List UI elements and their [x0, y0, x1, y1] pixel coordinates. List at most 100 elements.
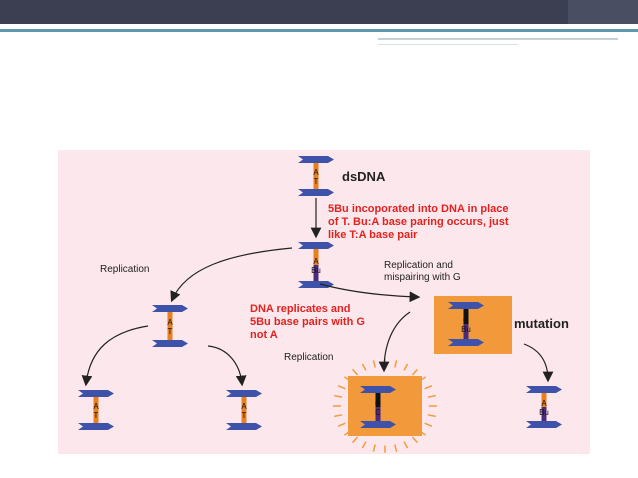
dna-strand-top: [298, 242, 334, 249]
glow-ray: [334, 394, 343, 398]
glow-ray: [403, 441, 409, 449]
glow-ray: [403, 363, 409, 371]
dna-strand-bottom: [298, 281, 334, 288]
dna-replicates-line-3: not A: [250, 329, 278, 341]
dna-pair-left-mid: AT: [152, 305, 188, 347]
dna-pair-left-bottom-2: AT: [226, 390, 262, 430]
base-bottom: [241, 410, 247, 423]
dna-strand-bottom: [360, 421, 396, 428]
header-rule-short: [378, 38, 618, 40]
dna-strand-top: [298, 156, 334, 163]
base-label-top: A: [313, 168, 319, 177]
base-label-top: G: [375, 399, 381, 408]
glow-ray: [424, 422, 433, 427]
glow-ray: [334, 414, 343, 418]
base-bottom: [463, 324, 469, 339]
base-top: [313, 249, 319, 265]
dna-strand-bottom: [298, 189, 334, 196]
arrow-to-mutation: [319, 283, 421, 303]
glow-ray: [337, 385, 346, 390]
dna-strand-bottom: [78, 423, 114, 430]
base-bottom: [167, 326, 173, 340]
base-top: [541, 393, 547, 407]
dna-pair-top: AT: [298, 156, 334, 196]
glow-ray: [337, 422, 346, 427]
base-top: [463, 309, 469, 324]
label-replication-left: Replication: [100, 264, 149, 275]
dna-pair-mutation: GBu: [448, 302, 484, 346]
glow-ray: [411, 436, 418, 444]
base-label-top: A: [541, 399, 547, 408]
label-replication-mispair-1: Replication and: [384, 260, 453, 271]
dna-pair-bottom-center: GC: [360, 386, 396, 428]
base-label-bottom: Bu: [539, 408, 549, 417]
glow-ray: [372, 444, 376, 452]
dna-strand-top: [226, 390, 262, 397]
dna-strand-bottom: [226, 423, 262, 430]
dna-strand-bottom: [448, 339, 484, 346]
header-rule-shorter: [378, 44, 518, 45]
glow-ray: [361, 363, 367, 371]
glow-ray: [352, 368, 359, 376]
base-label-top: G: [463, 316, 469, 325]
dna-strand-top: [152, 305, 188, 312]
note-5bu-line-3: like T:A base pair: [328, 229, 418, 241]
base-label-bottom: C: [375, 408, 381, 417]
dna-replicates-line-1: DNA replicates and: [250, 303, 350, 315]
dna-replicates-line-2: 5Bu base pairs with G: [250, 316, 365, 328]
glow-ray: [411, 368, 418, 376]
glow-ray: [394, 360, 398, 368]
glow-ray: [372, 360, 376, 368]
base-label-bottom: T: [94, 411, 99, 420]
dna-strand-bottom: [152, 340, 188, 347]
base-bottom: [313, 265, 319, 281]
base-label-bottom: Bu: [311, 266, 321, 275]
base-top: [375, 393, 381, 407]
base-label-bottom: T: [168, 327, 173, 336]
glow-ray: [361, 441, 367, 449]
glow-ray: [394, 444, 398, 452]
dna-pair-second: ABu: [298, 242, 334, 288]
arrow-to-left-bottom-1: [81, 325, 149, 387]
base-top: [93, 397, 99, 410]
header-rule: [0, 29, 638, 32]
note-5bu-line-2: of T. Bu:A base paring occurs, just: [328, 216, 509, 228]
label-replication-bottom: Replication: [284, 352, 333, 363]
glow-ray: [427, 394, 436, 398]
dna-pair-right-bottom: ABu: [526, 386, 562, 428]
base-label-top: A: [167, 318, 173, 327]
base-label-top: A: [241, 402, 247, 411]
base-top: [241, 397, 247, 410]
base-bottom: [313, 176, 319, 189]
dna-strand-top: [360, 386, 396, 393]
dna-strand-top: [448, 302, 484, 309]
base-label-bottom: Bu: [461, 325, 471, 334]
label-mutation: mutation: [514, 316, 569, 331]
glow-rays: [333, 359, 437, 453]
glow-ray: [424, 385, 433, 390]
arrow-to-right-bottom: [523, 343, 554, 383]
base-top: [313, 163, 319, 176]
dna-strand-bottom: [526, 421, 562, 428]
dna-pair-left-bottom-1: AT: [78, 390, 114, 430]
arrow-to-left-bottom-2: [207, 345, 247, 387]
base-label-top: A: [93, 402, 99, 411]
base-label-bottom: T: [242, 411, 247, 420]
title-bar-accent: [568, 0, 638, 24]
dna-strand-top: [78, 390, 114, 397]
title-bar: [0, 0, 638, 24]
glow-ray: [352, 436, 359, 444]
glow-ray: [427, 414, 436, 418]
note-5bu-line-1: 5Bu incoporated into DNA in place: [328, 203, 509, 215]
base-top: [167, 312, 173, 326]
dna-strand-top: [526, 386, 562, 393]
base-label-top: A: [313, 257, 319, 266]
arrow-to-bottom-center: [378, 311, 411, 373]
label-dsdna: dsDNA: [342, 169, 386, 184]
label-replication-mispair-2: mispairing with G: [384, 272, 461, 283]
arrow-to-left-mid: [170, 247, 293, 303]
base-bottom: [93, 410, 99, 423]
base-bottom: [375, 407, 381, 421]
base-bottom: [541, 407, 547, 421]
